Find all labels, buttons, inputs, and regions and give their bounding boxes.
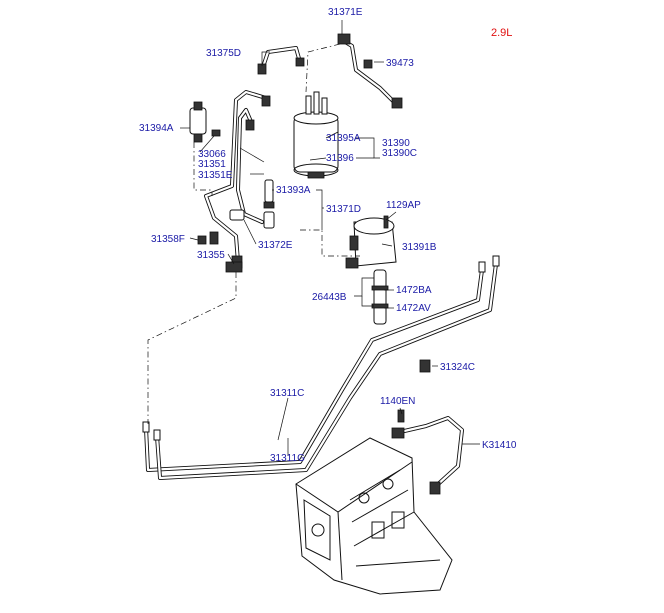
reference-lines <box>147 43 360 424</box>
sensor-31393A[interactable] <box>263 179 275 229</box>
engine-block <box>295 437 453 595</box>
label-1140EN[interactable]: 1140EN <box>380 396 415 407</box>
label-31391B[interactable]: 31391B <box>402 242 437 253</box>
label-31371D[interactable]: 31371D <box>326 204 361 215</box>
return-hose-K31410[interactable] <box>391 416 464 495</box>
label-31351[interactable]: 31351 <box>198 159 226 170</box>
clip-31372E[interactable] <box>229 209 245 221</box>
clip-33066[interactable] <box>211 129 221 137</box>
label-31396[interactable]: 31396 <box>326 153 354 164</box>
label-31372E[interactable]: 31372E <box>258 240 293 251</box>
label-33066[interactable]: 33066 <box>198 149 226 160</box>
fuel-pipe-31311[interactable] <box>142 255 500 480</box>
label-31311C[interactable]: 31311C <box>270 388 304 399</box>
bolt-31324C[interactable] <box>419 359 431 373</box>
return-line-31371E[interactable] <box>337 33 403 109</box>
label-31390C[interactable]: 31390C <box>382 148 417 159</box>
label-31324C[interactable]: 31324C <box>440 362 475 373</box>
label-31394A[interactable]: 31394A <box>139 123 174 134</box>
label-31390[interactable]: 31390 <box>382 138 410 149</box>
bolt-31358F[interactable] <box>197 231 219 245</box>
fuel-filter-31390[interactable] <box>293 91 339 179</box>
label-31355[interactable]: 31355 <box>197 250 225 261</box>
label-26443B[interactable]: 26443B <box>312 292 347 303</box>
label-39473[interactable]: 39473 <box>386 58 414 69</box>
fuel-heater-26443B[interactable] <box>371 269 389 325</box>
label-1472AV[interactable]: 1472AV <box>396 303 431 314</box>
check-valve-31394A[interactable] <box>189 101 207 143</box>
label-31358F[interactable]: 31358F <box>151 234 185 245</box>
label-1129AP[interactable]: 1129AP <box>386 200 421 211</box>
connector-39473[interactable] <box>363 59 373 69</box>
label-31311G[interactable]: 31311G <box>270 453 305 464</box>
label-31351E[interactable]: 31351E <box>198 170 233 181</box>
filter-bracket-31391B[interactable] <box>345 217 397 269</box>
label-1472BA[interactable]: 1472BA <box>396 285 432 296</box>
label-K31410[interactable]: K31410 <box>482 440 517 451</box>
bolt-1129AP[interactable] <box>383 215 389 229</box>
part-labels: 31371E 31375D 39473 31394A 33066 31351 3… <box>139 7 517 464</box>
clamp-31355[interactable] <box>225 261 243 273</box>
label-31371E[interactable]: 31371E <box>328 7 363 18</box>
engine-variant-label: 2.9L <box>491 27 512 39</box>
label-31375D[interactable]: 31375D <box>206 48 241 59</box>
label-31393A[interactable]: 31393A <box>276 185 311 196</box>
label-31395A[interactable]: 31395A <box>326 133 361 144</box>
leader-lines <box>180 20 480 456</box>
